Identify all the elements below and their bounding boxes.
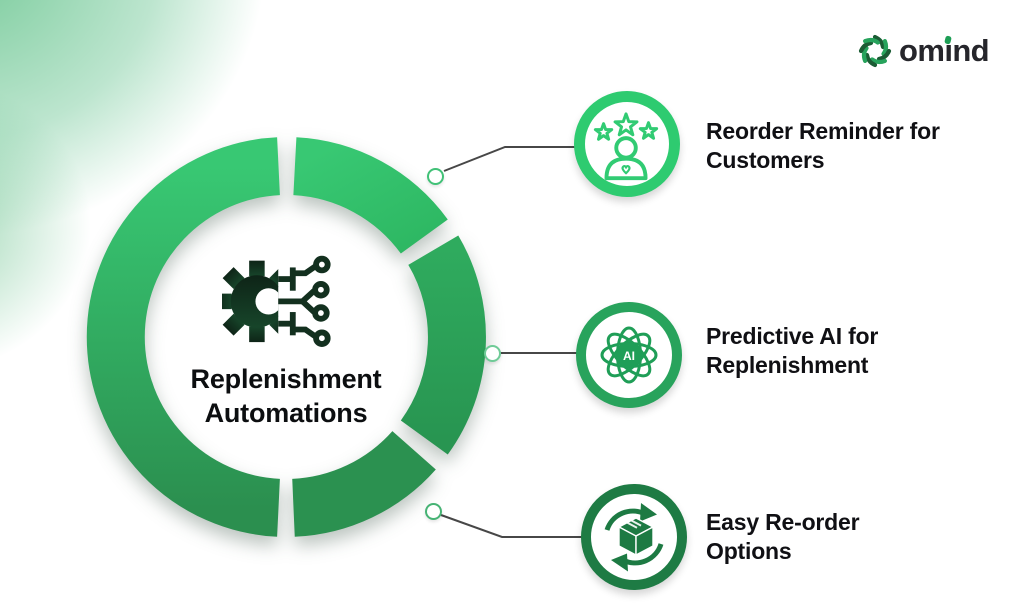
spoke-3-line2: Options bbox=[706, 538, 792, 564]
spoke-3-line1: Easy Re-order bbox=[706, 509, 860, 535]
spoke-label-predictive-ai: Predictive AI for Replenishment bbox=[706, 322, 1006, 380]
spoke-1-line2: Customers bbox=[706, 147, 825, 173]
ai-atom-icon: AI bbox=[600, 326, 658, 384]
omind-swirl-icon bbox=[858, 34, 892, 68]
ai-label: AI bbox=[623, 349, 635, 363]
connector-dot-3 bbox=[424, 502, 442, 520]
customer-rating-stars-icon bbox=[585, 101, 669, 181]
reorder-box-cycle-icon bbox=[604, 503, 664, 572]
hub-title-line2: Automations bbox=[204, 398, 368, 428]
gear-circuit-icon bbox=[222, 255, 331, 347]
hub-title: Replenishment Automations bbox=[136, 362, 436, 430]
wordmark-nd: nd bbox=[952, 33, 990, 68]
spoke-circle-predictive-ai: AI bbox=[576, 302, 682, 408]
spoke-label-easy-reorder: Easy Re-order Options bbox=[706, 508, 1006, 566]
connector-dot-2 bbox=[483, 344, 501, 362]
spoke-2-line1: Predictive AI for bbox=[706, 323, 879, 349]
spoke-1-line1: Reorder Reminder for bbox=[706, 118, 940, 144]
connector-dot-1 bbox=[426, 167, 444, 185]
spoke-circle-easy-reorder bbox=[581, 484, 687, 590]
spoke-circle-reorder-reminder bbox=[574, 91, 680, 197]
wordmark-i: ı bbox=[944, 33, 953, 68]
hub-donut-ring bbox=[86, 137, 486, 537]
wordmark-om: om bbox=[899, 33, 945, 68]
spoke-2-line2: Replenishment bbox=[706, 352, 869, 378]
hub-title-line1: Replenishment bbox=[190, 364, 382, 394]
spoke-label-reorder-reminder: Reorder Reminder for Customers bbox=[706, 117, 1006, 175]
